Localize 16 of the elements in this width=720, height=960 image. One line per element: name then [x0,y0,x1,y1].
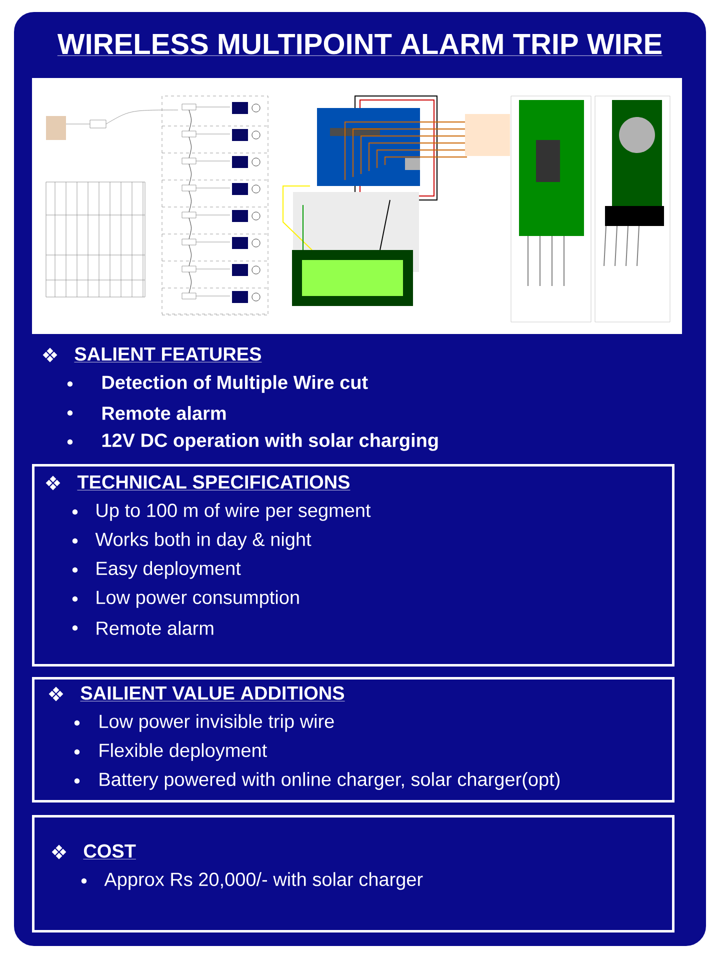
section-heading: COST [83,844,136,860]
list-item: Battery powered with online charger, solar charger(opt) [100,772,560,790]
list-item: Flexible deployment [100,743,267,761]
list-item: Easy deployment [96,561,241,579]
list-item: Works both in day & night [95,532,312,550]
list-item: Low power consumption [96,590,299,608]
list-item: Approx Rs 20,000/- with solar charger [104,872,423,890]
section-heading: SALIENT FEATURES [74,347,262,362]
section-heading: TECHNICAL SPECIFICATIONS [77,475,350,490]
list-item: Remote alarm [102,406,226,420]
list-item: Detection of Multiple Wire cut [102,375,368,393]
list-item: Low power invisible trip wire [100,714,334,732]
list-item: Remote alarm [96,621,214,635]
list-item: Up to 100 m of wire per segment [96,503,371,521]
section-heading: SAILIENT VALUE ADDITIONS [80,686,345,702]
title: WIRELESS MULTIPOINT ALARM TRIP WIRE [57,34,663,56]
